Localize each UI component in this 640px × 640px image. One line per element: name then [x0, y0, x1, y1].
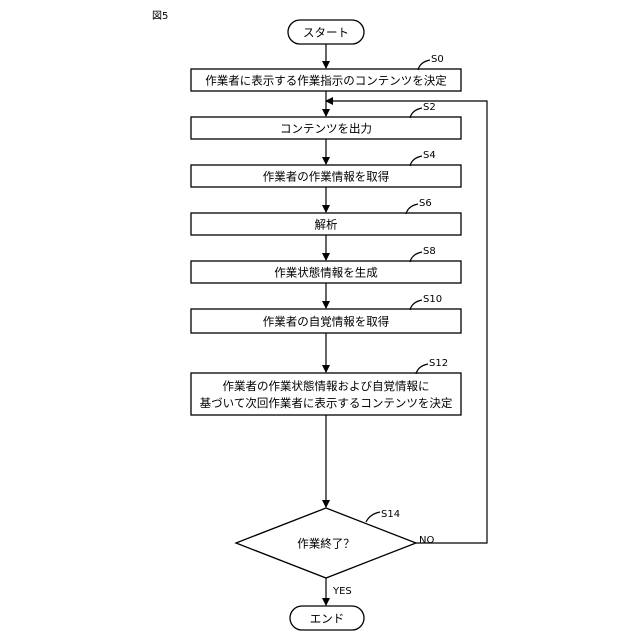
step-s10-ref: S10 [423, 294, 442, 305]
decision-yes-label: YES [332, 586, 352, 597]
step-s2-ref: S2 [423, 102, 436, 113]
step-s8-ref: S8 [423, 246, 436, 257]
decision-text: 作業終了？ [297, 537, 355, 551]
decision-s14: 作業終了？ S14 [236, 508, 416, 578]
step-s12-ref: S12 [429, 358, 448, 369]
figure-label: 図5 [152, 10, 168, 22]
decision-ref: S14 [381, 509, 400, 520]
step-s12-text-line2: 基づいて次回作業者に表示するコンテンツを決定 [200, 396, 453, 410]
end-terminal: エンド [290, 606, 364, 630]
decision-no-label: NO [419, 535, 434, 546]
start-label: スタート [303, 26, 349, 40]
start-terminal: スタート [288, 20, 364, 44]
end-label: エンド [310, 612, 345, 626]
step-s12-text-line1: 作業者の作業状態情報および自覚情報に [223, 379, 430, 393]
step-s10-text: 作業者の自覚情報を取得 [263, 315, 390, 329]
decision-leader [366, 512, 380, 522]
step-s4-ref: S4 [423, 150, 436, 161]
step-s6-ref: S6 [419, 198, 432, 209]
step-s6-text: 解析 [315, 218, 338, 232]
step-s2-text: コンテンツを出力 [280, 122, 372, 136]
step-s8-text: 作業状態情報を生成 [274, 266, 378, 280]
step-s0-ref: S0 [431, 54, 444, 65]
step-s0-text: 作業者に表示する作業指示のコンテンツを決定 [205, 74, 447, 88]
step-s4-text: 作業者の作業情報を取得 [263, 170, 390, 184]
